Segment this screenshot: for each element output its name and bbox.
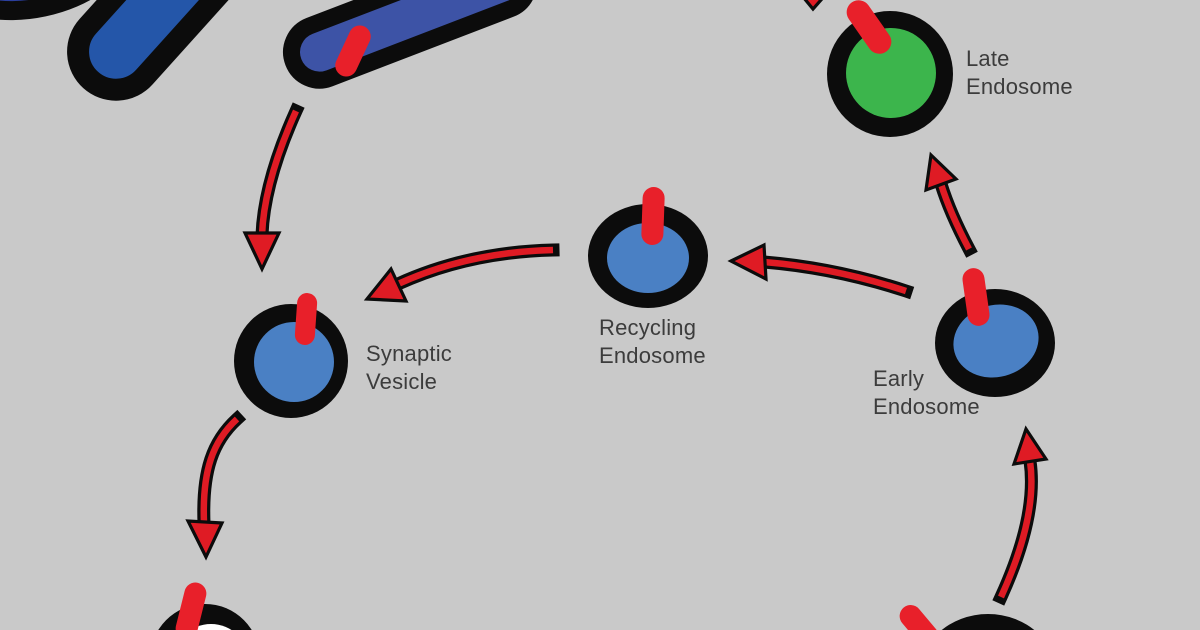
label-late-endosome: Late Endosome (966, 45, 1073, 101)
receptor-stub-recycling-endosome (641, 187, 665, 245)
label-late-endosome-line2: Endosome (966, 74, 1073, 99)
arrowhead (363, 265, 409, 303)
arrow-body (998, 460, 1035, 599)
bottom-right-vesicle-membrane-ring (941, 614, 1035, 630)
receptor-stub-fusing-vesicle (175, 582, 207, 630)
arrow-body (258, 109, 299, 236)
vesicle-bottom-right (899, 605, 1035, 630)
recycling-endosome (588, 187, 708, 308)
label-early-endosome-line2: Endosome (873, 394, 980, 419)
arrowhead (924, 151, 959, 193)
label-recycling-endosome-line2: Endosome (599, 343, 706, 368)
arrow-bottom-to-early (992, 425, 1049, 606)
label-late-endosome-line1: Late (966, 46, 1010, 71)
receptor-stub-late-endosome (846, 0, 892, 54)
arrow-body (396, 246, 554, 287)
early-endosome (935, 268, 1055, 397)
late-endosome (827, 0, 953, 137)
label-early-endosome-line1: Early (873, 366, 925, 391)
arrowhead (185, 519, 225, 561)
arrowhead (1011, 425, 1049, 466)
fusing-vesicle-lumen (190, 624, 232, 630)
label-synaptic-vesicle-line2: Vesicle (366, 369, 438, 394)
arrow-recycling-to-synaptic (363, 243, 560, 303)
label-recycling-endosome-line1: Recycling (599, 315, 697, 340)
late-endosome-lumen (846, 28, 936, 118)
arrow-early-to-recycling (727, 242, 915, 300)
arrowhead (727, 242, 768, 282)
arrow-body (937, 183, 972, 251)
label-synaptic-vesicle-line1: Synaptic (366, 341, 452, 366)
arrow-body (200, 416, 240, 524)
plasma-membrane-tubes (0, 0, 538, 101)
arrowhead (242, 231, 282, 273)
arrow-body (763, 258, 908, 295)
recycling-endosome-lumen (607, 223, 689, 293)
synaptic-vesicle-lumen (254, 322, 334, 402)
membrane-corner-piece (0, 0, 128, 21)
arrow-synaptic-to-fusing-vesicle (185, 409, 247, 561)
receptor-stub-early-endosome (962, 268, 990, 326)
arrow-membrane-to-synaptic-vesicle (242, 102, 305, 273)
membrane-tube-left (67, 0, 255, 101)
arrow-early-to-late (924, 151, 978, 258)
receptor-stub-membrane (335, 25, 371, 77)
arrow-fragment-top (803, 0, 824, 12)
receptor-stub-bottom-right-vesicle (899, 605, 939, 630)
label-synaptic-vesicle: Synaptic Vesicle (366, 340, 452, 396)
synaptic-vesicle (234, 293, 348, 418)
receptor-stub-synaptic-vesicle (294, 293, 318, 345)
fusing-vesicle-bottom-left (158, 582, 252, 630)
label-recycling-endosome: Recycling Endosome (599, 314, 706, 370)
label-early-endosome: Early Endosome (873, 365, 980, 421)
